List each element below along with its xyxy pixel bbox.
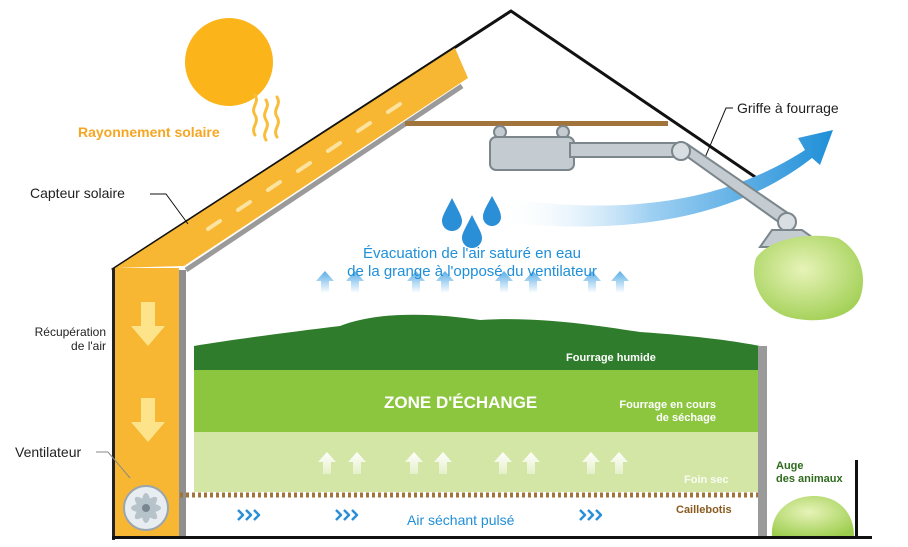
- wet-forage-label: Fourrage humide: [566, 352, 656, 364]
- collector-dashes: [206, 102, 402, 231]
- solar-radiation-label: Rayonnement solaire: [78, 124, 220, 140]
- hay-claw-label: Griffe à fourrage: [737, 100, 839, 116]
- trough-hay-icon: [771, 496, 854, 536]
- wet-forage-layer: [194, 314, 760, 370]
- hay-bale-icon: [753, 235, 864, 321]
- duct-inner-wall: [179, 270, 186, 538]
- water-drop-icon: [442, 196, 501, 248]
- fan-icon: [123, 485, 169, 531]
- fan-label: Ventilateur: [15, 444, 82, 460]
- drying-air-label: Air séchant pulsé: [407, 512, 515, 528]
- inner-roof: [184, 83, 464, 273]
- animal-trough-label: Auge des animaux: [776, 460, 843, 485]
- dry-hay-layer: [194, 432, 760, 492]
- hay-claw-icon: [489, 125, 830, 248]
- up-arrow-icon: [316, 271, 629, 293]
- heat-waves-icon: [252, 93, 280, 142]
- down-arrow-icon: [131, 302, 165, 442]
- roof-line: [111, 9, 768, 272]
- fan-leader-line: [96, 451, 131, 479]
- sun-icon: [185, 18, 273, 106]
- drying-forage-label: Fourrage en cours de séchage: [619, 399, 716, 424]
- collector-leader-line: [150, 193, 189, 225]
- faint-up-arrow-icon: [318, 452, 628, 474]
- claw-leader-line: [703, 107, 733, 161]
- chevron-right-icon: [237, 509, 603, 521]
- right-wall: [758, 346, 767, 538]
- exchange-zone-layer: [194, 370, 760, 432]
- duct-outer-wall: [112, 268, 115, 540]
- solar-collector-label: Capteur solaire: [30, 185, 125, 201]
- ground-line: [112, 536, 872, 539]
- trough-wall: [855, 460, 858, 537]
- exchange-zone-label: ZONE D'ÉCHANGE: [384, 393, 538, 412]
- evacuation-label: Évacuation de l'air saturé en eau de la …: [347, 245, 597, 280]
- air-recovery-label: Récupération de l'air: [34, 325, 106, 354]
- air-exhaust-arrow: [500, 130, 833, 227]
- slatted-floor-label: Caillebotis: [676, 504, 732, 516]
- crossbeam: [405, 121, 668, 126]
- solar-collector: [115, 48, 468, 268]
- dry-hay-label: Foin sec: [684, 474, 729, 486]
